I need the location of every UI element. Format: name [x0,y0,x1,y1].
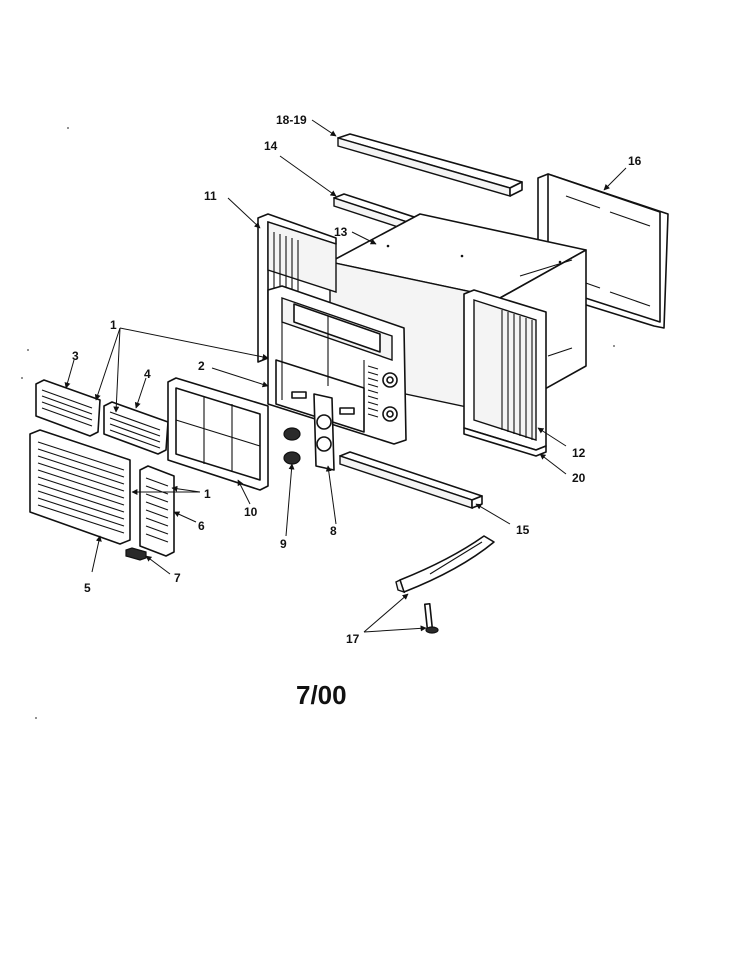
callout-13: 13 [334,225,348,239]
callout-1-side: 1 [204,487,211,501]
callout-16: 16 [628,154,642,168]
front-frame-part [267,285,407,445]
support-bracket-part [395,535,495,634]
callout-8: 8 [330,524,337,538]
callout-12: 12 [572,446,586,460]
callout-4: 4 [144,367,151,381]
clip-part [125,547,147,561]
left-side-panel-part [257,213,337,363]
callout-14: 14 [264,139,278,153]
filter-part [167,377,269,491]
left-louver-part [35,379,101,437]
control-knobs-part [283,427,301,465]
date-code: 7/00 [296,680,347,710]
top-rail-part [337,133,523,197]
callout-20: 20 [572,471,586,485]
callout-15: 15 [516,523,530,537]
callout-labels: 18-19 14 16 11 13 1 3 2 4 12 20 1 10 6 1… [72,113,642,646]
callout-1-top: 1 [110,318,117,332]
callout-10: 10 [244,505,258,519]
right-louver-part [103,401,169,455]
callout-5: 5 [84,581,91,595]
callout-9: 9 [280,537,287,551]
control-panel-plate-part [313,393,335,471]
scan-specks [21,127,615,719]
front-grille-part [29,429,131,545]
right-side-panel-part [463,289,547,457]
callout-17: 17 [346,632,360,646]
leader-lines [64,119,627,633]
side-grille-part [139,465,175,557]
bottom-rail-part [339,451,483,509]
callout-2: 2 [198,359,205,373]
callout-6: 6 [198,519,205,533]
callout-18-19: 18-19 [276,113,307,127]
callout-11: 11 [204,189,217,203]
callout-7: 7 [174,571,181,585]
callout-3: 3 [72,349,79,363]
